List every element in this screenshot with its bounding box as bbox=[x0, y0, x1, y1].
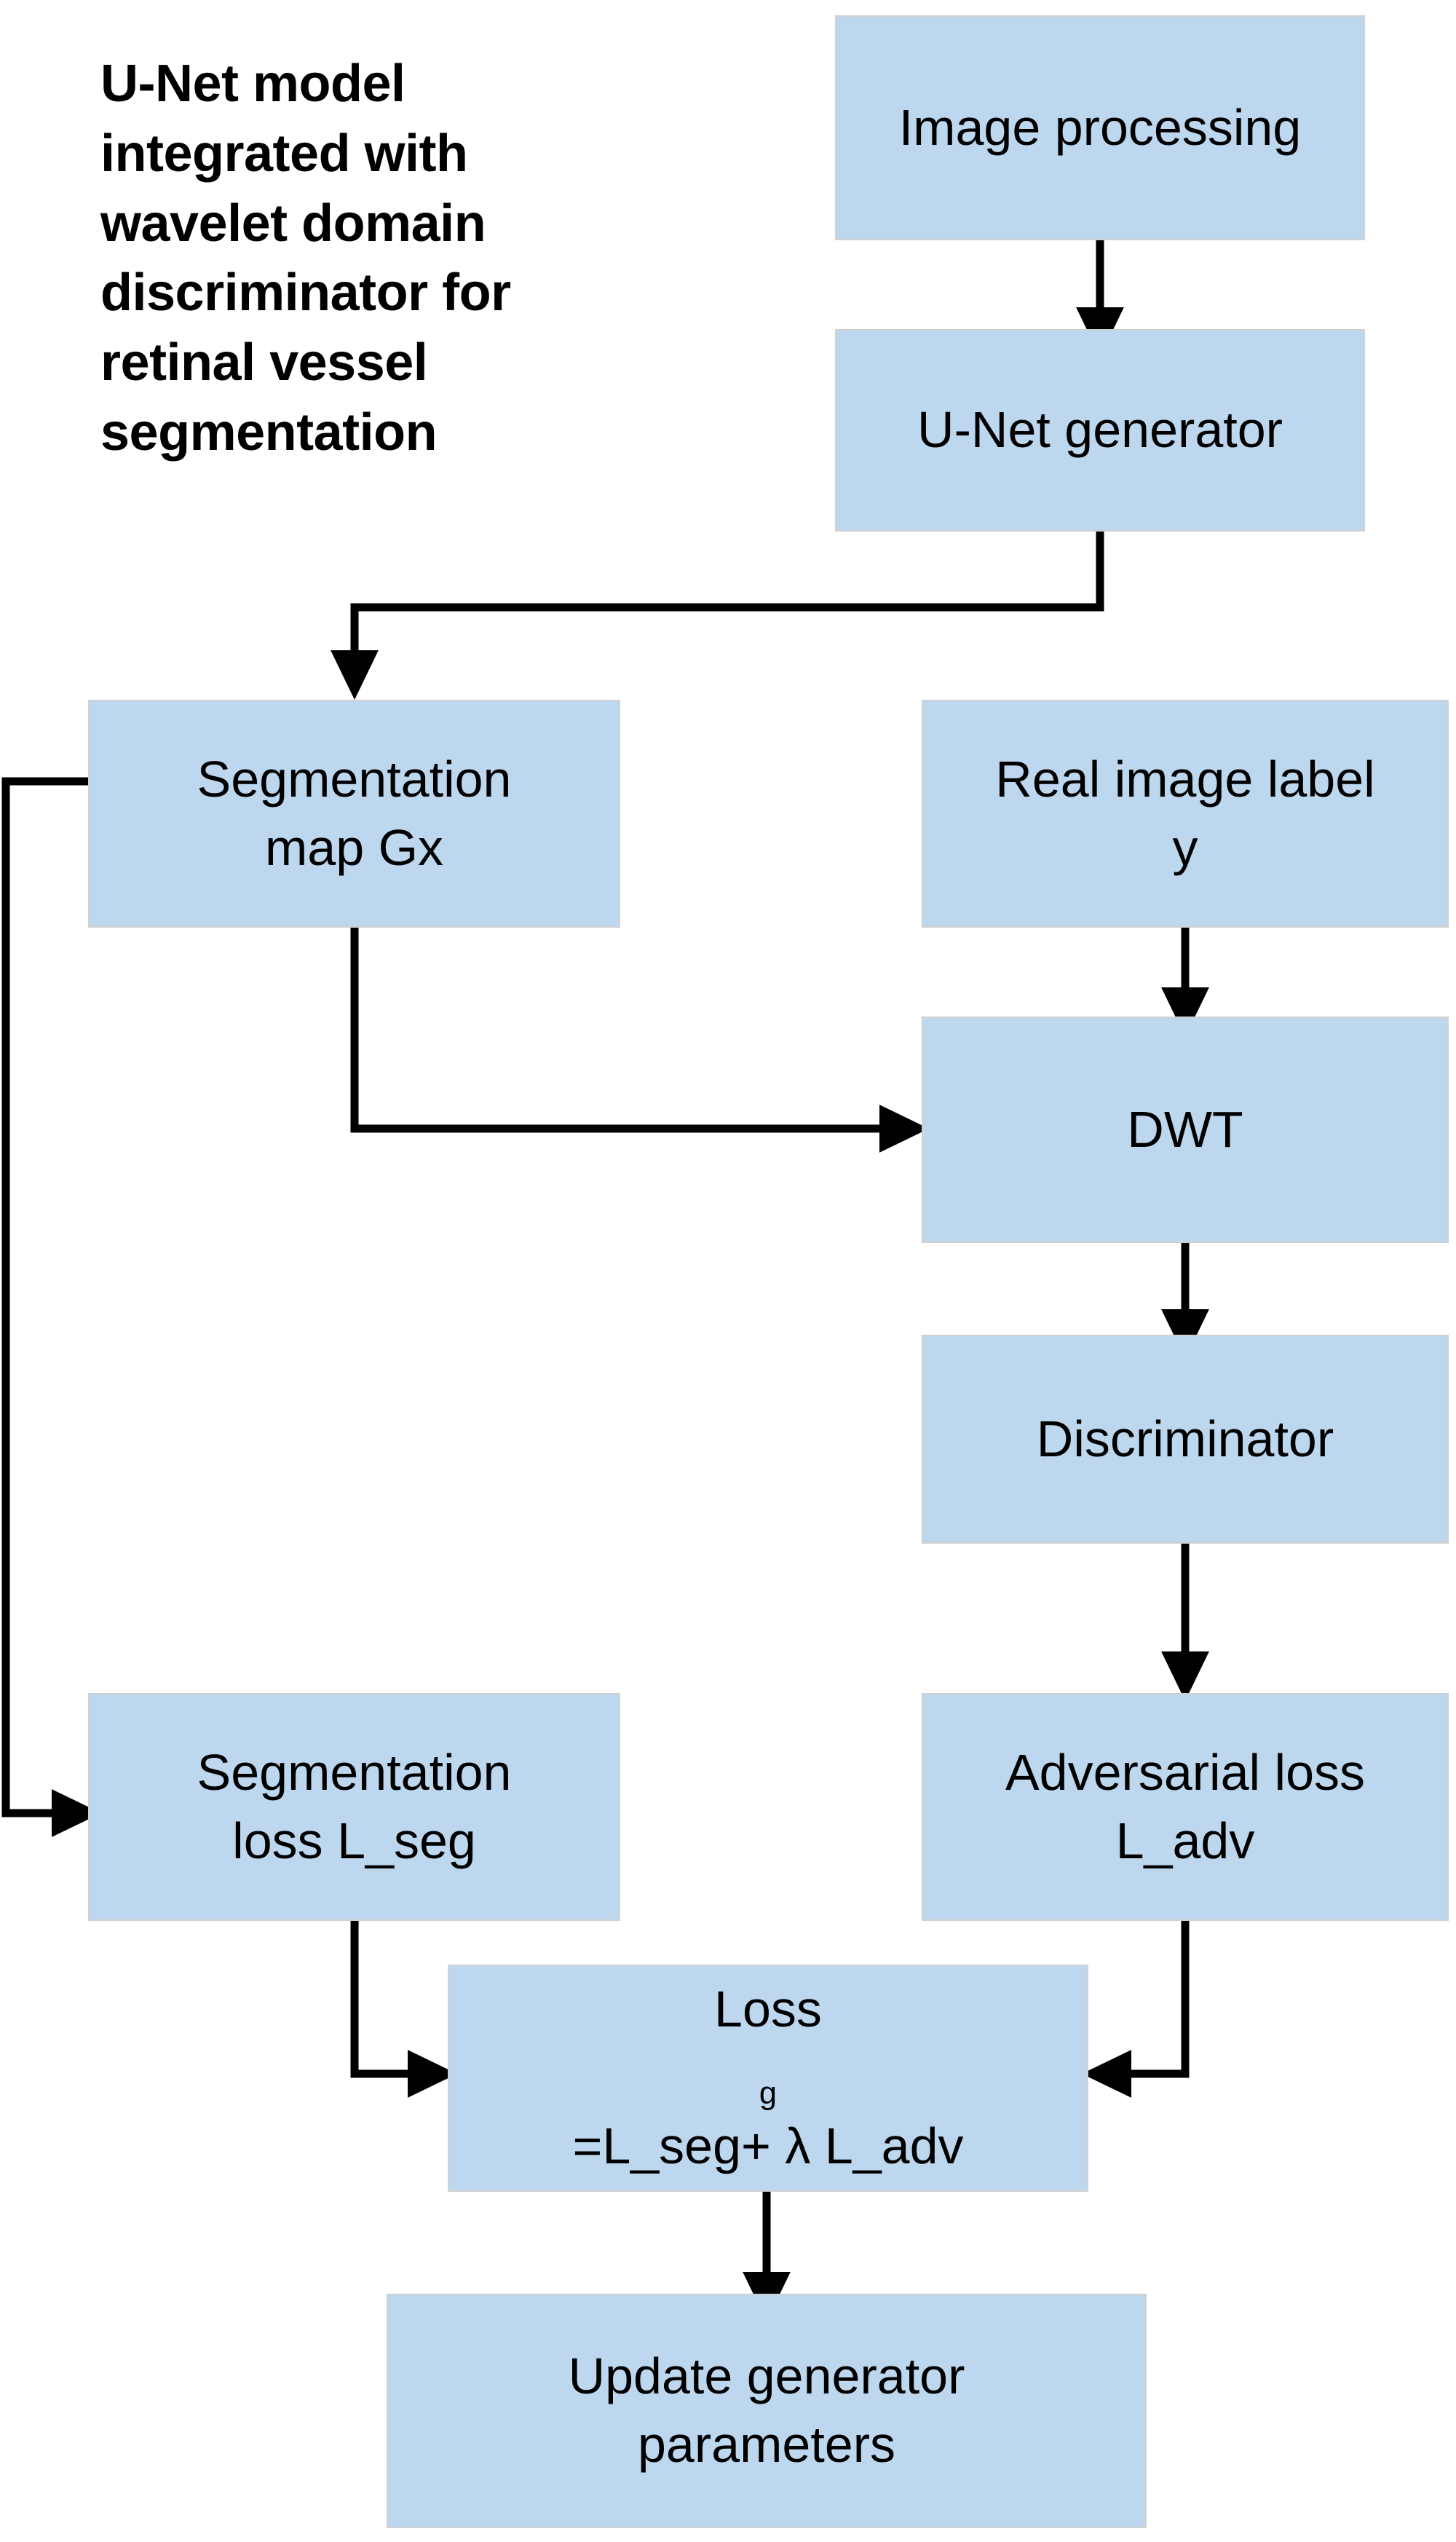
title-line-1: U-Net model bbox=[100, 55, 405, 113]
total-loss-subscript: g bbox=[759, 2076, 778, 2112]
node-segmentation-loss-label-line-1: Segmentation bbox=[197, 1743, 512, 1801]
edge-unet-generator-to-segmentation-map bbox=[331, 532, 1104, 700]
title-line-6: segmentation bbox=[100, 403, 438, 462]
node-discriminator[interactable]: Discriminator bbox=[922, 1335, 1449, 1544]
title-line-2: integrated with bbox=[100, 124, 468, 183]
node-total-loss-label: Loss g =L_seg+ λ L_adv bbox=[572, 1975, 963, 2180]
node-segmentation-map-label-line-1: Segmentation bbox=[197, 750, 512, 808]
edge-adversarial-loss-to-total-loss bbox=[1082, 1921, 1190, 2098]
node-segmentation-loss-label-line-2: loss L_seg bbox=[232, 1812, 476, 1869]
node-segmentation-map[interactable]: Segmentation map Gx bbox=[88, 700, 620, 928]
node-adversarial-loss-label-line-1: Adversarial loss bbox=[1005, 1743, 1366, 1801]
node-update-generator-label-line-1: Update generator bbox=[568, 2348, 965, 2405]
node-segmentation-map-label-line-2: map Gx bbox=[264, 818, 444, 876]
node-dwt-label: DWT bbox=[1127, 1100, 1243, 1158]
edge-segmentation-map-to-segmentation-loss bbox=[1, 777, 101, 1837]
node-adversarial-loss[interactable]: Adversarial loss L_adv bbox=[922, 1693, 1449, 1921]
node-unet-generator-label: U-Net generator bbox=[917, 401, 1283, 459]
edge-segmentation-map-to-dwt bbox=[350, 928, 929, 1153]
title-line-5: retinal vessel bbox=[100, 333, 428, 392]
total-loss-suffix: =L_seg+ λ L_adv bbox=[572, 2117, 964, 2174]
node-discriminator-label: Discriminator bbox=[1036, 1410, 1334, 1467]
node-total-loss[interactable]: Loss g =L_seg+ λ L_adv bbox=[448, 1965, 1088, 2192]
node-real-image-label-line-1: Real image label bbox=[995, 750, 1375, 808]
node-dwt[interactable]: DWT bbox=[922, 1017, 1449, 1243]
edge-segmentation-loss-to-total-loss bbox=[350, 1921, 457, 2098]
total-loss-prefix: Loss bbox=[714, 1981, 822, 2038]
node-unet-generator[interactable]: U-Net generator bbox=[835, 329, 1365, 532]
title-line-3: wavelet domain bbox=[100, 194, 486, 253]
node-update-generator-label-line-2: parameters bbox=[637, 2416, 896, 2473]
node-real-image-label[interactable]: Real image label y bbox=[922, 700, 1449, 928]
node-update-generator[interactable]: Update generator parameters bbox=[387, 2294, 1147, 2528]
node-real-image-label-line-2: y bbox=[1172, 818, 1198, 876]
page-title: U-Net model integrated with wavelet doma… bbox=[100, 50, 566, 468]
node-image-processing-label: Image processing bbox=[898, 98, 1302, 156]
node-segmentation-loss[interactable]: Segmentation loss L_seg bbox=[88, 1693, 620, 1921]
node-adversarial-loss-label-line-2: L_adv bbox=[1115, 1812, 1255, 1869]
title-line-4: discriminator for bbox=[100, 264, 511, 323]
node-image-processing[interactable]: Image processing bbox=[835, 15, 1365, 240]
